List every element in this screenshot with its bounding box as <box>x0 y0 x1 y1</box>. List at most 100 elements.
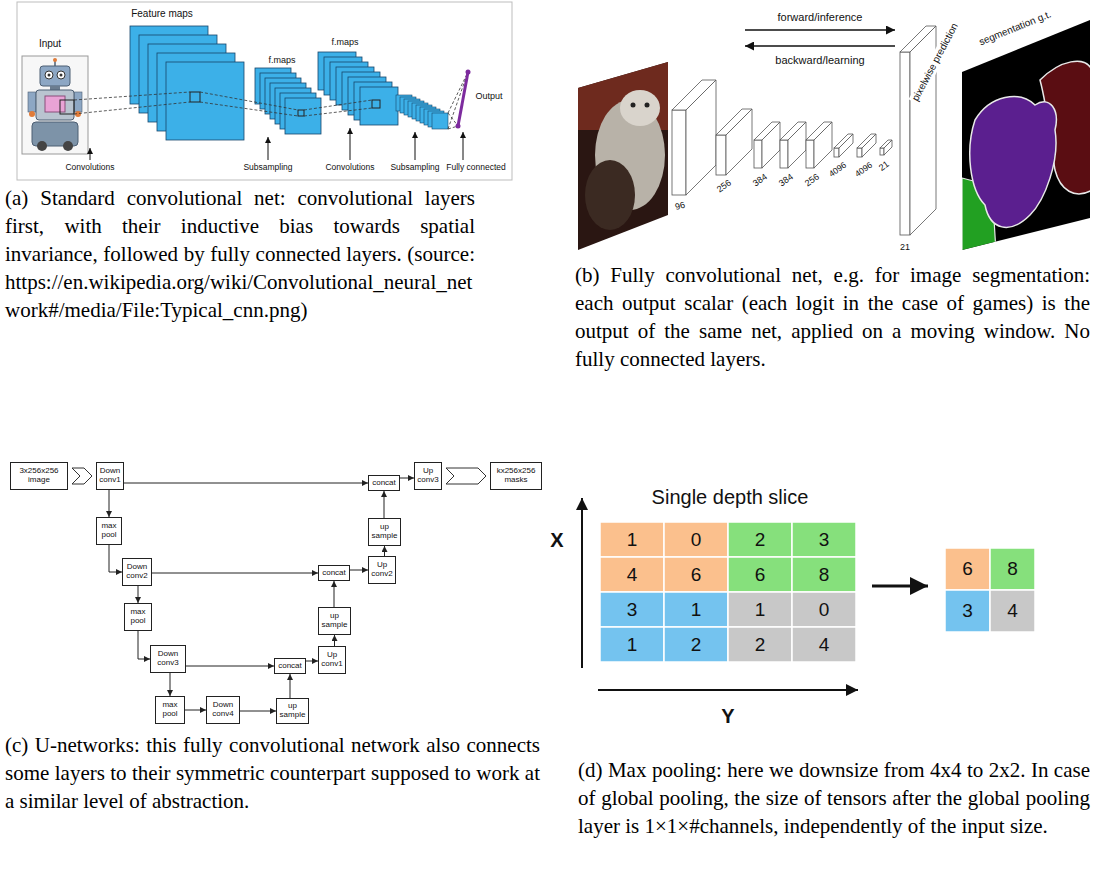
cnn-figure <box>17 2 512 180</box>
stage-label: Fully connected <box>446 163 506 173</box>
input-grid <box>792 522 856 557</box>
layer-box: Up conv1 <box>318 646 346 674</box>
cell-value: 1 <box>627 529 638 551</box>
panel-label: Output <box>475 91 502 101</box>
output-grid <box>945 590 990 632</box>
direction-arrow <box>745 29 895 31</box>
receptive-field <box>298 110 304 116</box>
box-label: Up conv1 <box>321 651 343 669</box>
feature-map-stack <box>432 113 448 129</box>
cell-value: 0 <box>691 529 702 551</box>
channel-count: 21 <box>877 159 891 173</box>
robot-input <box>48 74 51 77</box>
layer-box: Down conv4 <box>206 696 240 724</box>
axis-label: X <box>550 529 563 552</box>
cell-value: 1 <box>755 599 766 621</box>
layer-block <box>754 140 762 168</box>
box-label: Down conv1 <box>99 467 121 485</box>
io-box: kx256x256 masks <box>490 462 542 490</box>
box-label: up sample <box>371 523 398 541</box>
figure-caption: (d) Max pooling: here we downsize from 4… <box>578 756 1090 840</box>
box-label: Down conv4 <box>209 701 237 719</box>
cell-value: 1 <box>691 599 702 621</box>
stage-label: Convolutions <box>325 163 374 173</box>
figure-caption: (b) Fully convolutional net, e.g. for im… <box>575 261 1090 373</box>
box-label: Down conv3 <box>153 650 183 668</box>
input-photo <box>585 160 635 230</box>
layer-block <box>884 140 892 155</box>
cell-value: 3 <box>819 529 830 551</box>
box-label: max pool <box>99 522 119 540</box>
layer-block <box>672 110 686 195</box>
io-box: 3x256x256 image <box>10 462 68 490</box>
robot-input <box>60 74 63 77</box>
input-photo <box>620 90 660 126</box>
direction-label: backward/learning <box>775 54 864 67</box>
layer-box: Down conv1 <box>96 462 124 490</box>
stage-label: Subsampling <box>243 163 292 173</box>
input-grid <box>664 557 728 592</box>
layer-box: concat <box>318 565 350 581</box>
projection-lines <box>200 102 298 116</box>
figure-caption: (a) Standard convolutional net: convolut… <box>5 184 475 324</box>
robot-input <box>63 141 73 151</box>
robot-input <box>45 71 53 79</box>
layer-block <box>726 109 752 175</box>
flow-arrow <box>384 491 385 518</box>
layer-box: max pool <box>155 696 185 724</box>
output-grid <box>990 590 1035 632</box>
input-grid <box>600 627 664 662</box>
input-photo <box>578 60 670 230</box>
projection-lines <box>74 102 190 114</box>
figure-caption: (c) U-networks: this fully convolutional… <box>5 731 540 815</box>
layer-box: Down conv2 <box>122 558 152 586</box>
channel-count: 384 <box>777 171 795 188</box>
pointer-arrow <box>268 137 269 160</box>
feature-map-stack <box>255 68 321 134</box>
direction-arrow <box>745 45 895 47</box>
cell-value: 4 <box>627 564 638 586</box>
input-grid <box>600 557 664 592</box>
input-grid <box>600 522 664 557</box>
box-label: concat <box>322 569 346 578</box>
channel-count: 256 <box>803 171 821 188</box>
layer-block <box>716 135 726 175</box>
layer-box: concat <box>368 475 400 491</box>
cell-value: 6 <box>755 564 766 586</box>
cell-value: 3 <box>627 599 638 621</box>
robot-input <box>40 66 70 86</box>
robot-input <box>22 56 88 154</box>
input-grid <box>664 592 728 627</box>
channel-count: 96 <box>674 200 686 213</box>
flow-chevron <box>72 468 92 484</box>
robot-input <box>74 92 82 112</box>
panel-label: Input <box>39 38 61 50</box>
layer-box: up sample <box>368 518 401 546</box>
input-grid <box>792 627 856 662</box>
flow-arrow <box>384 546 385 556</box>
robot-input <box>45 96 65 112</box>
flow-arrow <box>152 573 318 574</box>
feature-map-stack <box>360 87 398 125</box>
projection-lines <box>304 108 372 116</box>
axis-arrow <box>598 689 858 691</box>
output-grid <box>945 548 990 590</box>
robot-input <box>22 56 88 154</box>
layer-block <box>672 26 936 235</box>
input-grid <box>728 557 792 592</box>
input-grid <box>728 627 792 662</box>
output-layer <box>456 124 461 129</box>
input-grid <box>600 522 856 662</box>
input-grid <box>664 522 728 557</box>
output-grid <box>945 548 1035 632</box>
robot-input <box>37 141 47 151</box>
box-label: 3x256x256 image <box>13 467 65 485</box>
box-label: kx256x256 masks <box>493 467 539 485</box>
flow-arrow <box>306 661 318 662</box>
receptive-field <box>372 100 380 108</box>
cell-value: 4 <box>819 634 830 656</box>
box-label: up sample <box>321 612 348 630</box>
cell-value: 8 <box>1007 558 1018 580</box>
segmentation-map <box>970 97 1057 228</box>
layer-block <box>900 52 910 235</box>
